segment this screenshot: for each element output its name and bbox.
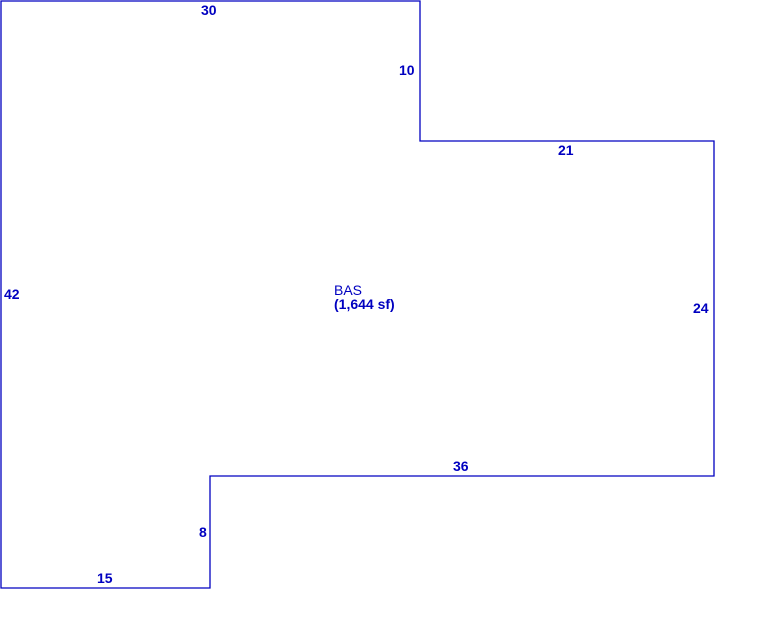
dimension-middle-horizontal: 36 bbox=[453, 458, 469, 474]
area-code: BAS bbox=[334, 282, 363, 298]
area-label: BAS (1,644 sf) bbox=[334, 283, 395, 311]
dimension-left: 42 bbox=[4, 286, 20, 302]
area-size: (1,644 sf) bbox=[334, 296, 395, 312]
building-outline bbox=[0, 0, 715, 589]
dimension-right: 24 bbox=[693, 300, 709, 316]
dimension-top: 30 bbox=[201, 2, 217, 18]
dimension-step-vertical: 8 bbox=[199, 524, 207, 540]
dimension-notch-vertical: 10 bbox=[399, 62, 415, 78]
dimension-notch-horizontal: 21 bbox=[558, 142, 574, 158]
dimension-bottom: 15 bbox=[97, 570, 113, 586]
